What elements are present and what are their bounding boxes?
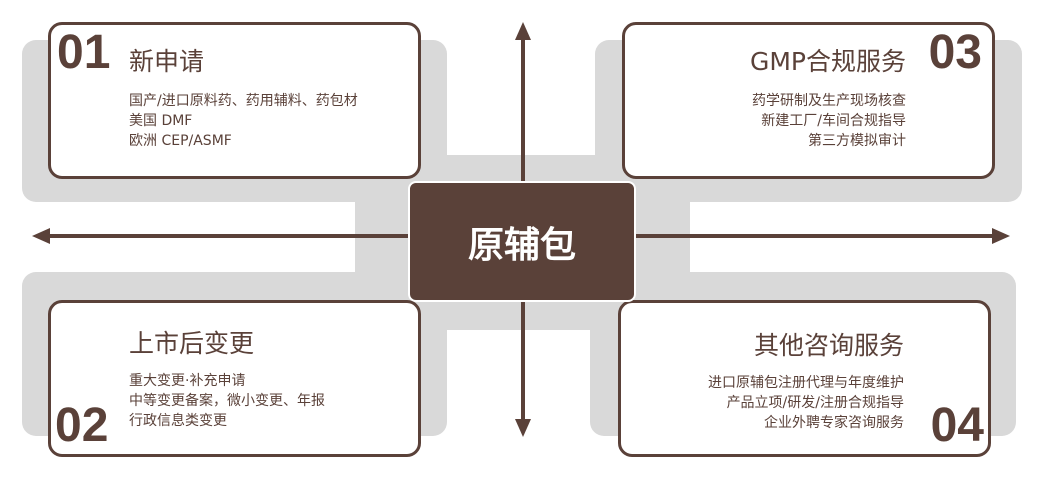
card-gmp-compliance: 03 GMP合规服务 药学研制及生产现场核查 新建工厂/车间合规指导 第三方模拟… [622,22,995,179]
line: 企业外聘专家咨询服务 [764,415,904,431]
center-label: 原辅包 [408,181,636,302]
arrow-up-head [515,22,531,40]
line: 产品立项/研发/注册合规指导 [726,395,904,411]
line: 第三方模拟审计 [808,133,906,149]
line: 新建工厂/车间合规指导 [761,113,906,129]
card-other-consulting: 其他咨询服务 进口原辅包注册代理与年度维护 产品立项/研发/注册合规指导 企业外… [618,300,991,457]
arrow-right-head [992,228,1010,244]
card-title: GMP合规服务 [749,47,906,76]
card-lines: 国产/进口原料药、药用辅料、药包材 美国 DMF 欧洲 CEP/ASMF [129,91,358,151]
card-number: 04 [930,399,984,452]
card-title: 上市后变更 [129,329,255,358]
card-new-application: 01 新申请 国产/进口原料药、药用辅料、药包材 美国 DMF 欧洲 CEP/A… [48,22,421,179]
line: 欧洲 CEP/ASMF [129,133,232,149]
card-lines: 药学研制及生产现场核查 新建工厂/车间合规指导 第三方模拟审计 [752,91,906,151]
line: 行政信息类变更 [129,413,227,429]
card-post-market-change: 上市后变更 重大变更·补充申请 中等变更备案，微小变更、年报 行政信息类变更 0… [48,300,421,457]
arrow-left-head [32,228,50,244]
line: 美国 DMF [129,113,193,129]
card-lines: 重大变更·补充申请 中等变更备案，微小变更、年报 行政信息类变更 [129,371,325,431]
arrow-down-head [515,419,531,437]
card-number: 03 [928,26,982,79]
line: 重大变更·补充申请 [129,373,246,389]
card-number: 02 [55,399,109,452]
card-title: 新申请 [129,47,205,76]
line: 药学研制及生产现场核查 [752,93,906,109]
card-number: 01 [57,26,111,79]
line: 中等变更备案，微小变更、年报 [129,393,325,409]
card-lines: 进口原辅包注册代理与年度维护 产品立项/研发/注册合规指导 企业外聘专家咨询服务 [708,373,904,433]
line: 进口原辅包注册代理与年度维护 [708,375,904,391]
card-title: 其他咨询服务 [753,331,904,360]
line: 国产/进口原料药、药用辅料、药包材 [129,93,358,109]
